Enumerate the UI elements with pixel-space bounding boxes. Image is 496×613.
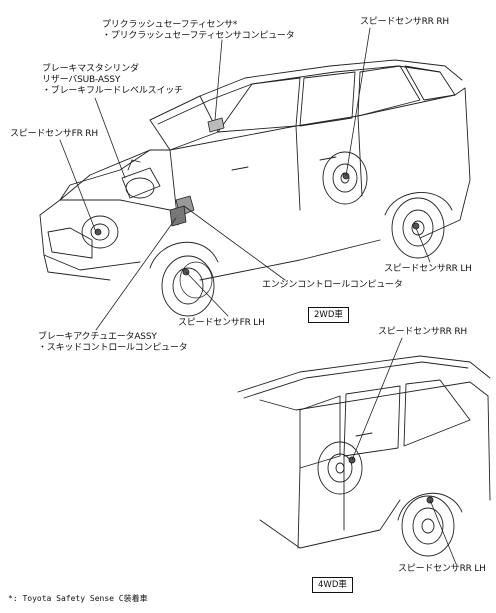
brake-master-line1: ブレーキマスタシリンダ	[42, 64, 139, 74]
vehicle-2wd-outline	[39, 59, 471, 317]
speed-sensor-rr-lh-4wd-label: スピードセンサRR LH	[398, 564, 486, 574]
vehicle-4wd-outline	[237, 355, 491, 557]
brake-master-cylinder-label: ブレーキマスタシリンダ リザーバSUB-ASSY ・ブレーキフルードレベルスイッ…	[42, 64, 183, 97]
brake-actuator-line2: ・スキッドコントロールコンピュータ	[38, 343, 188, 353]
badge-4wd: 4WD車	[312, 577, 353, 593]
brake-actuator-line1: ブレーキアクチュエータASSY	[38, 332, 157, 342]
brake-actuator-label: ブレーキアクチュエータASSY ・スキッドコントロールコンピュータ	[38, 332, 188, 354]
speed-sensor-rr-lh-2wd-label: スピードセンサRR LH	[384, 264, 472, 274]
speed-sensor-rr-rh-2wd-label: スピードセンサRR RH	[360, 17, 449, 27]
speed-sensor-fr-lh-label: スピードセンサFR LH	[178, 318, 265, 328]
speed-sensor-fr-rh-label: スピードセンサFR RH	[10, 129, 98, 139]
leader-lines-2wd	[59, 27, 431, 331]
footnote: *: Toyota Safety Sense C装着車	[8, 594, 148, 603]
leader-lines-4wd	[351, 337, 457, 565]
speed-sensor-rr-rh-4wd-label: スピードセンサRR RH	[378, 327, 467, 337]
badge-2wd: 2WD車	[308, 307, 349, 323]
engine-computer-label: エンジンコントロールコンピュータ	[262, 280, 403, 290]
pre-crash-sensor-label: プリクラッシュセーフティセンサ* ・プリクラッシュセーフティセンサコンピュータ	[102, 20, 295, 42]
pre-crash-sensor-line2: ・プリクラッシュセーフティセンサコンピュータ	[102, 31, 295, 41]
brake-master-line3: ・ブレーキフルードレベルスイッチ	[42, 86, 183, 96]
brake-master-line2: リザーバSUB-ASSY	[42, 75, 121, 85]
component-markers	[94, 117, 420, 276]
pre-crash-sensor-line1: プリクラッシュセーフティセンサ*	[102, 20, 238, 30]
